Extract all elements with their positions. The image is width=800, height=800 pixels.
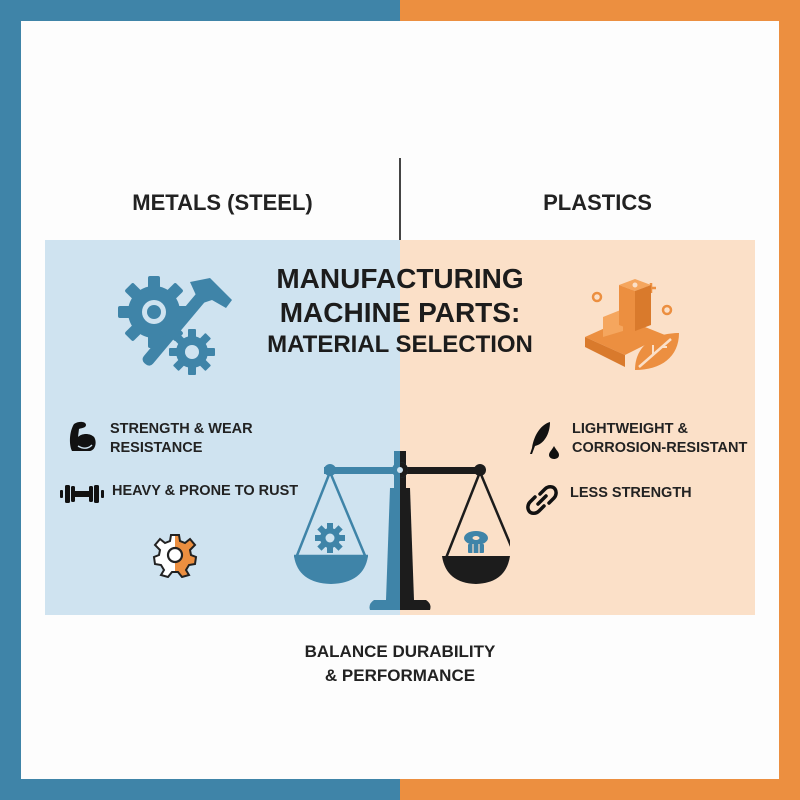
title-line-1: MANUFACTURING — [276, 263, 524, 294]
plastic-part-leaf-icon — [585, 279, 679, 370]
half-orange-gear-icon — [152, 534, 198, 578]
gear-icon — [315, 523, 345, 553]
flexed-bicep-icon — [69, 421, 96, 451]
footer-line-1: BALANCE DURABILITY — [304, 642, 496, 661]
footer-caption: BALANCE DURABILITY & PERFORMANCE — [250, 640, 550, 688]
plastics-feature-lightweight: LIGHTWEIGHT & CORROSION-RESISTANT — [528, 420, 762, 460]
gears-hammer-icon — [118, 276, 232, 375]
feature-text: HEAVY & PRONE TO RUST — [112, 483, 299, 499]
top-divider — [399, 158, 401, 240]
footer-line-2: & PERFORMANCE — [324, 666, 476, 685]
title-line-3: MATERIAL SELECTION — [267, 331, 533, 358]
balance-scale-icon — [294, 451, 510, 610]
metals-heading: METALS (STEEL) — [132, 190, 313, 215]
feature-text: LESS STRENGTH — [570, 485, 692, 501]
nut-icon — [464, 531, 488, 553]
plastics-panel — [400, 240, 755, 615]
plastics-feature-strength: LESS STRENGTH — [526, 484, 770, 516]
feather-drop-icon — [530, 422, 559, 459]
title-line-2: MACHINE PARTS: — [279, 297, 521, 328]
metals-feature-strength: STRENGTH & WEAR RESISTANCE — [66, 420, 310, 458]
metals-feature-weight: HEAVY & PRONE TO RUST — [60, 482, 312, 506]
chain-link-icon — [526, 485, 558, 515]
dumbbell-icon — [60, 485, 104, 503]
plastics-heading: PLASTICS — [543, 190, 652, 215]
feature-text: STRENGTH & WEAR RESISTANCE — [110, 421, 253, 456]
main-title: MANUFACTURING MACHINE PARTS: MATERIAL SE… — [250, 262, 550, 360]
feature-text: LIGHTWEIGHT & CORROSION-RESISTANT — [572, 421, 748, 456]
